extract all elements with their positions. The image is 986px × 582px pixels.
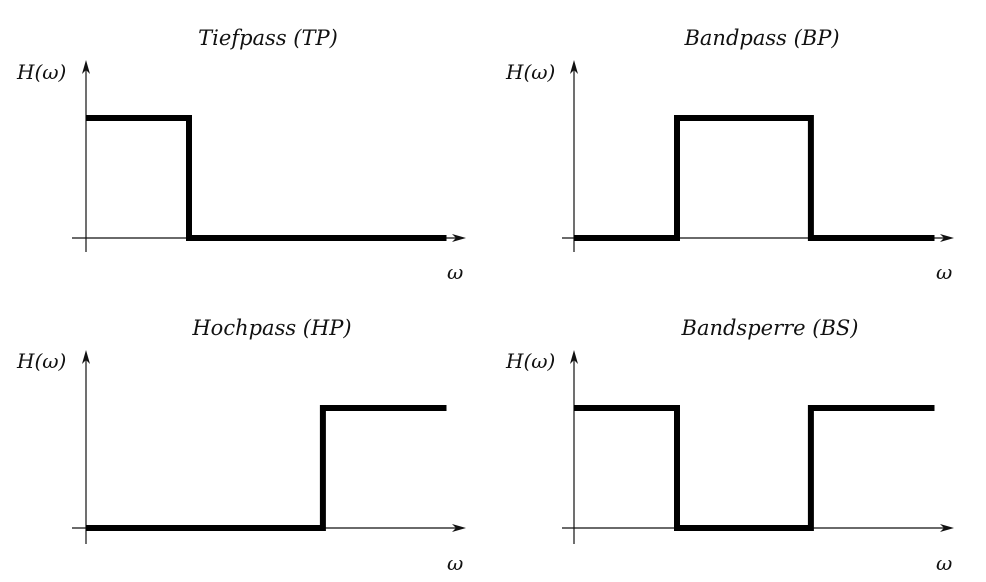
x-axis-arrow [940, 524, 954, 532]
y-axis-label: H(ω) [505, 349, 555, 373]
x-axis-label: ω [936, 260, 952, 284]
y-axis-arrow [570, 60, 578, 74]
panel-bandpass: Bandpass (BP) H(ω) ω [505, 26, 954, 284]
panel-title: Hochpass (HP) [191, 316, 351, 340]
y-axis-label: H(ω) [16, 60, 66, 84]
x-axis-arrow [452, 524, 466, 532]
y-axis-arrow [570, 350, 578, 364]
frequency-response-line [86, 115, 447, 241]
y-axis-arrow [82, 350, 90, 364]
y-axis-label: H(ω) [16, 349, 66, 373]
panel-title: Tiefpass (TP) [198, 26, 338, 50]
y-axis-arrow [82, 60, 90, 74]
frequency-response-line [574, 115, 935, 241]
frequency-response-line [574, 405, 935, 531]
x-axis-arrow [452, 234, 466, 242]
panel-title: Bandsperre (BS) [681, 316, 859, 340]
x-axis-label: ω [936, 551, 952, 575]
y-axis-label: H(ω) [505, 60, 555, 84]
frequency-response-line [86, 405, 447, 531]
panel-hochpass: Hochpass (HP) H(ω) ω [16, 316, 466, 575]
x-axis-label: ω [447, 551, 463, 575]
panel-bandsperre: Bandsperre (BS) H(ω) ω [505, 316, 954, 575]
panel-tiefpass: Tiefpass (TP) H(ω) ω [16, 26, 466, 284]
panel-title: Bandpass (BP) [683, 26, 839, 50]
x-axis-label: ω [447, 260, 463, 284]
x-axis-arrow [940, 234, 954, 242]
